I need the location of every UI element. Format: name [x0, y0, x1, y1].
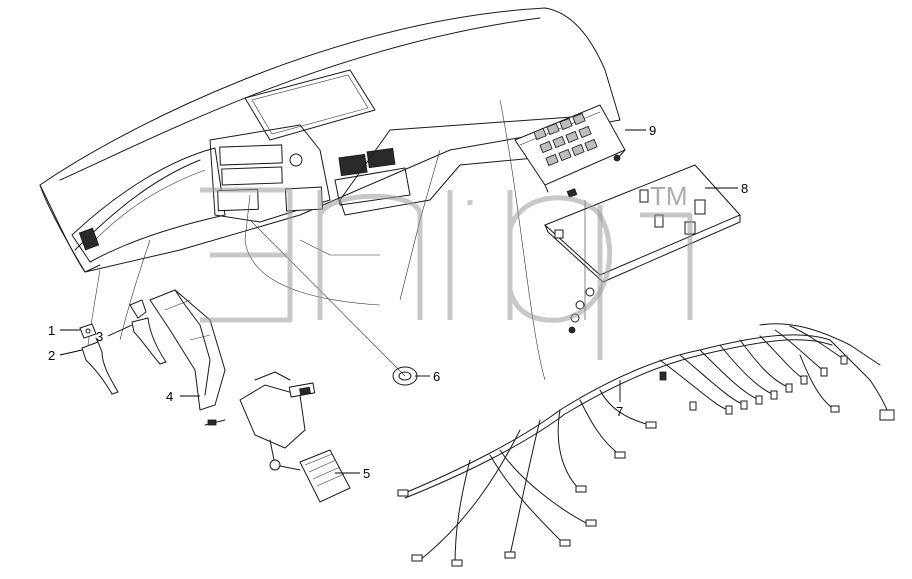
callout-9: 9: [649, 123, 656, 138]
part-4-pedal-bracket: [149, 289, 226, 411]
instrument-panel: [39, 7, 621, 381]
callout-labels: 1 2 3 4 5 6 7 8 9: [48, 123, 748, 481]
part-5-accelerator-pedal: [204, 371, 351, 503]
callout-5: 5: [363, 466, 370, 481]
part-3-bracket: [129, 299, 167, 365]
part-6-grommet: [249, 219, 418, 386]
part-1-clip: [79, 323, 97, 339]
watermark-trademark: TM: [650, 181, 688, 211]
part-9-fuse-relay-box: [514, 104, 626, 193]
callout-leaders: [59, 129, 738, 474]
callout-3: 3: [96, 329, 103, 344]
callout-4: 4: [166, 389, 173, 404]
callout-7: 7: [616, 404, 623, 419]
part-2-hook-bracket: [81, 337, 119, 395]
callout-1: 1: [48, 323, 55, 338]
callout-6: 6: [433, 369, 440, 384]
callout-2: 2: [48, 348, 55, 363]
part-7-wiring-harness: [397, 323, 895, 567]
callout-8: 8: [741, 181, 748, 196]
part-8-mounting-plate: [544, 164, 741, 334]
watermark-logo: TM: [200, 181, 693, 360]
